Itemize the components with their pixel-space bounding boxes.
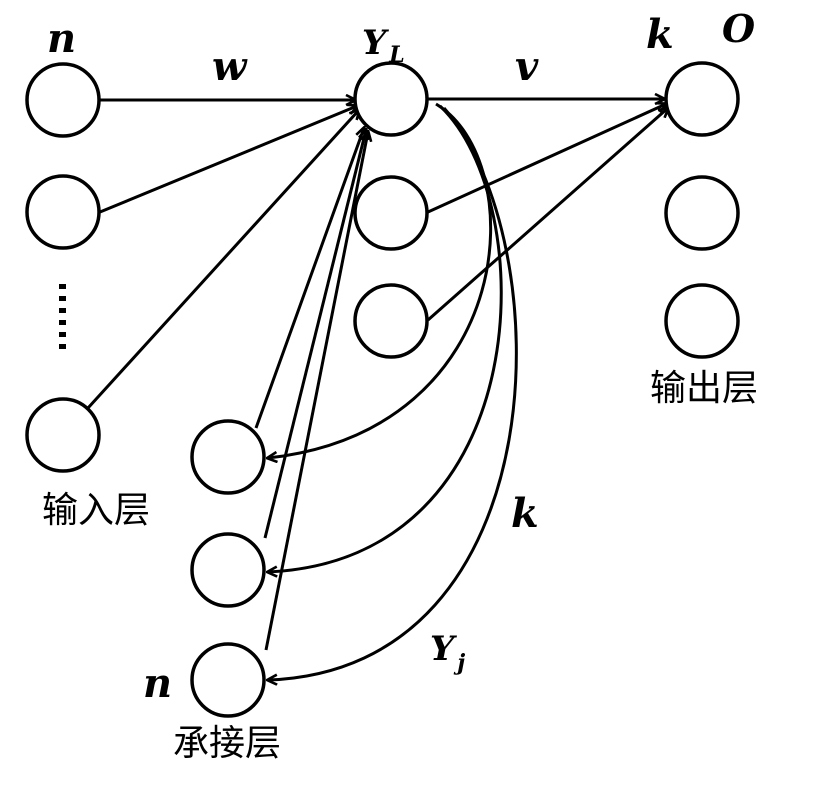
- context-layer-label: 承接层: [173, 723, 281, 764]
- hidden-node-3: [353, 283, 429, 359]
- edge-hidden3-output: [427, 108, 668, 322]
- edge-context3-hidden: [264, 132, 368, 651]
- hidden-layer: [353, 61, 429, 359]
- label-context-weight: k: [511, 490, 539, 537]
- edge-input3-hidden: [86, 110, 359, 410]
- vertical-ellipsis: [59, 284, 66, 349]
- label-output-count: k: [646, 11, 674, 58]
- label-output-weight: v: [515, 43, 539, 90]
- edge-context1-hidden: [254, 128, 364, 429]
- edge-context2-hidden: [263, 130, 366, 539]
- feedback-curve-context3: [268, 107, 518, 680]
- output-node-3: [664, 283, 740, 359]
- context-layer: [190, 419, 266, 718]
- output-layer-label: 输出层: [650, 368, 758, 409]
- input-layer-label: 输入层: [42, 490, 150, 531]
- hidden-to-context-feedback: [268, 102, 518, 680]
- label-input-weight: w: [212, 43, 248, 90]
- output-node-1: [664, 61, 740, 137]
- feedback-curve-context1: [268, 102, 493, 458]
- input-node-n: [25, 397, 101, 473]
- edge-input2-hidden: [99, 106, 357, 214]
- hidden-node-2: [353, 175, 429, 251]
- output-node-2: [664, 175, 740, 251]
- hidden-node-1: [353, 61, 429, 137]
- context-node-1: [190, 419, 266, 495]
- input-to-hidden-edges: [86, 100, 359, 410]
- label-context-count: n: [143, 660, 172, 707]
- input-layer: [25, 62, 101, 473]
- context-node-2: [190, 532, 266, 608]
- edge-hidden2-output: [427, 104, 666, 214]
- label-output-symbol: O: [722, 6, 755, 51]
- input-node-1: [25, 62, 101, 138]
- input-node-2: [25, 174, 101, 250]
- context-to-hidden-edges: [254, 128, 368, 651]
- context-node-n: [190, 642, 266, 718]
- output-layer: [664, 61, 740, 359]
- hidden-to-output-edges: [427, 99, 668, 322]
- label-input-count: n: [47, 15, 76, 62]
